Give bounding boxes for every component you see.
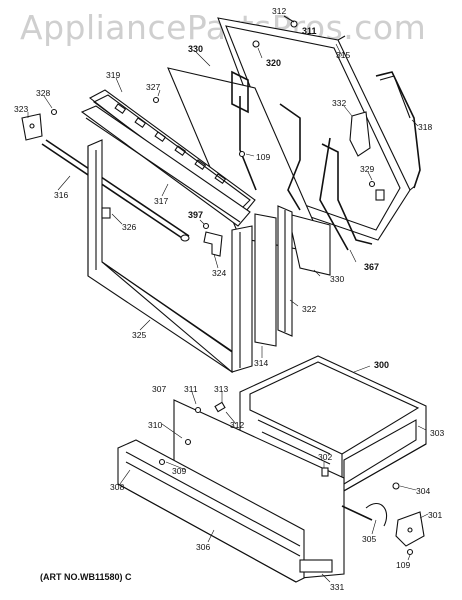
- part-label-326: 326: [122, 222, 136, 232]
- part-number-labels: 312 311 330 320 315 319 327 328 323 332 …: [14, 6, 444, 592]
- part-label-312-lower: 312: [230, 420, 244, 430]
- part-label-315: 315: [336, 50, 350, 60]
- part-label-301: 301: [428, 510, 442, 520]
- oven-wire-rack: [231, 70, 373, 251]
- door-frame-bar: [80, 105, 251, 227]
- door-inner-frame: [87, 139, 253, 374]
- part-label-317: 317: [154, 196, 168, 206]
- part-label-311: 311: [302, 26, 317, 36]
- part-label-307: 307: [152, 384, 166, 394]
- door-handle-rod: [41, 139, 190, 242]
- part-label-109-upper: 109: [256, 152, 270, 162]
- part-label-304: 304: [416, 486, 430, 496]
- part-label-322: 322: [302, 304, 316, 314]
- part-label-332: 332: [332, 98, 346, 108]
- part-label-330-lower: 330: [330, 274, 344, 284]
- door-glass-lower: [254, 213, 331, 347]
- part-label-327: 327: [146, 82, 160, 92]
- part-label-367: 367: [364, 262, 379, 272]
- part-label-323: 323: [14, 104, 28, 114]
- part-label-328: 328: [36, 88, 50, 98]
- part-label-330: 330: [188, 44, 203, 54]
- part-label-329: 329: [360, 164, 374, 174]
- door-side-strip: [277, 205, 293, 337]
- part-label-320: 320: [266, 58, 281, 68]
- part-label-309: 309: [172, 466, 186, 476]
- small-hardware-parts: [21, 15, 421, 257]
- leader-lines: [27, 43, 429, 583]
- part-label-303: 303: [430, 428, 444, 438]
- part-label-312: 312: [272, 6, 286, 16]
- part-label-310: 310: [148, 420, 162, 430]
- art-number: (ART NO.WB11580) C: [40, 572, 132, 582]
- part-label-308: 308: [110, 482, 124, 492]
- part-label-316: 316: [54, 190, 68, 200]
- part-label-311-lower: 311: [184, 384, 198, 394]
- part-label-314: 314: [254, 358, 268, 368]
- part-label-109-lower: 109: [396, 560, 410, 570]
- part-label-300: 300: [374, 360, 389, 370]
- part-label-331: 331: [330, 582, 344, 592]
- part-label-324: 324: [212, 268, 226, 278]
- part-label-302: 302: [318, 452, 332, 462]
- part-label-305: 305: [362, 534, 376, 544]
- part-label-397: 397: [188, 210, 203, 220]
- drawer-hardware: [158, 401, 425, 556]
- part-label-306: 306: [196, 542, 210, 552]
- part-label-319: 319: [106, 70, 120, 80]
- part-label-318: 318: [418, 122, 432, 132]
- part-label-325: 325: [132, 330, 146, 340]
- part-label-313: 313: [214, 384, 228, 394]
- drawer-front-panel: [117, 399, 345, 583]
